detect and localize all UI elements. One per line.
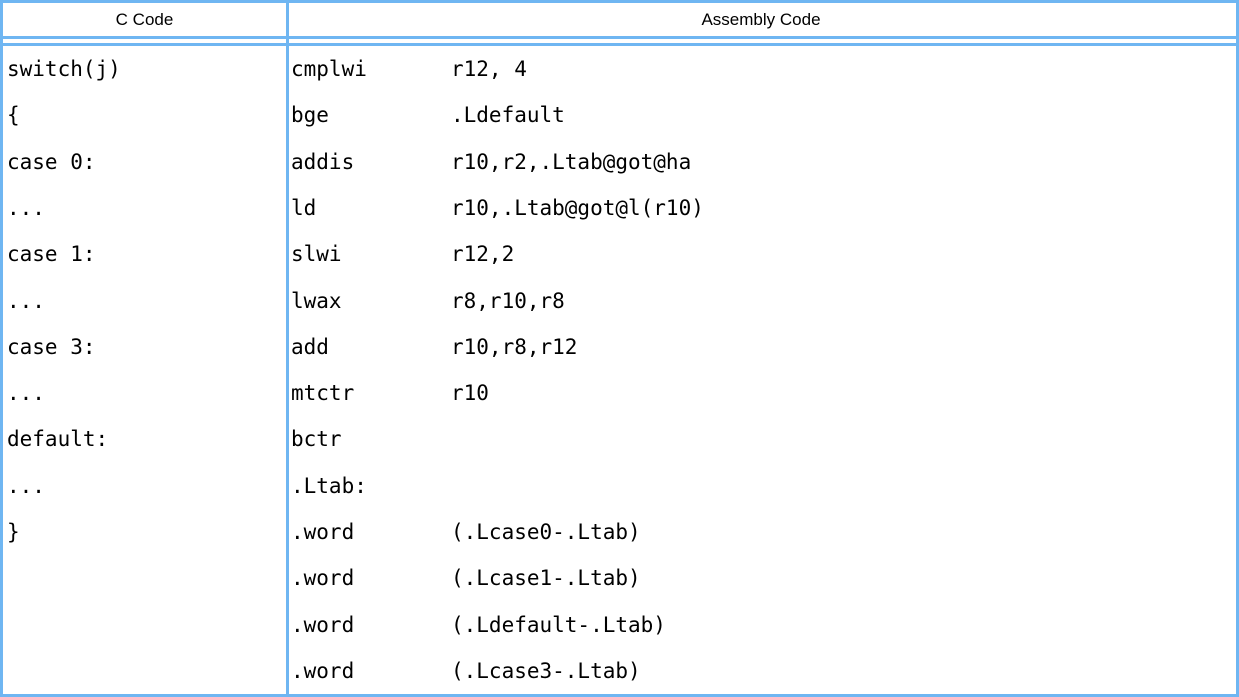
header-separator-line-bottom xyxy=(3,43,1236,46)
c-code-line xyxy=(3,648,286,694)
table-body: switch(j) { case 0: ... case 1: ... case… xyxy=(3,46,1236,694)
header-c-code: C Code xyxy=(115,9,174,29)
assembly-mnemonic: ld xyxy=(291,195,317,220)
c-code-line: ... xyxy=(7,381,45,406)
c-code-line: case 3: xyxy=(7,334,96,359)
c-code-line: ... xyxy=(7,473,45,498)
assembly-mnemonic: .word xyxy=(291,612,355,637)
assembly-line: cmplwi r12, 4 xyxy=(286,46,1236,92)
assembly-line: .word (.Lcase1-.Ltab) xyxy=(286,555,1236,601)
assembly-mnemonic: .word xyxy=(291,566,355,591)
assembly-mnemonic: .word xyxy=(291,519,355,544)
assembly-operand: r12,2 xyxy=(451,242,515,267)
assembly-mnemonic: addis xyxy=(291,149,355,174)
c-code-line xyxy=(3,555,286,601)
assembly-mnemonic: bctr xyxy=(291,427,342,452)
assembly-operand: (.Ldefault-.Ltab) xyxy=(451,612,666,637)
assembly-operand: (.Lcase1-.Ltab) xyxy=(451,566,641,591)
c-code-line: } xyxy=(7,519,20,544)
table-header-row: C Code Assembly Code xyxy=(3,3,1236,36)
assembly-operand: .Ldefault xyxy=(451,103,565,128)
c-code-line: default: xyxy=(7,427,109,452)
assembly-operand: (.Lcase0-.Ltab) xyxy=(451,519,641,544)
assembly-mnemonic: slwi xyxy=(291,242,342,267)
assembly-line: slwi r12,2 xyxy=(286,231,1236,277)
assembly-line: addis r10,r2,.Ltab@got@ha xyxy=(286,139,1236,185)
assembly-line: mtctr r10 xyxy=(286,370,1236,416)
assembly-mnemonic: add xyxy=(291,334,329,359)
assembly-line: .Ltab: xyxy=(286,463,1236,509)
header-separator-gap xyxy=(3,39,1236,43)
assembly-code-column: cmplwi r12, 4 bge .Ldefault addis r10,r2,.L… xyxy=(286,46,1236,694)
assembly-mnemonic: .Ltab: xyxy=(291,473,367,498)
assembly-operand: r8,r10,r8 xyxy=(451,288,565,313)
assembly-line: bctr xyxy=(286,416,1236,462)
assembly-mnemonic: cmplwi xyxy=(291,57,367,82)
assembly-operand: r10,.Ltab@got@l(r10) xyxy=(451,195,704,220)
c-code-line: { xyxy=(7,103,20,128)
header-separator-line-top xyxy=(3,36,1236,39)
assembly-line: .word (.Lcase3-.Ltab) xyxy=(286,648,1236,694)
c-code-line: case 0: xyxy=(7,149,96,174)
assembly-mnemonic: lwax xyxy=(291,288,342,313)
assembly-operand: r10,r2,.Ltab@got@ha xyxy=(451,149,692,174)
assembly-operand: (.Lcase3-.Ltab) xyxy=(451,658,641,683)
c-code-line xyxy=(3,601,286,647)
assembly-mnemonic: mtctr xyxy=(291,381,355,406)
column-divider xyxy=(286,3,289,694)
c-code-line: case 1: xyxy=(7,242,96,267)
c-code-line: ... xyxy=(7,288,45,313)
assembly-mnemonic: bge xyxy=(291,103,329,128)
assembly-line: lwax r8,r10,r8 xyxy=(286,277,1236,323)
header-assembly-code: Assembly Code xyxy=(701,9,821,29)
assembly-line: .word (.Lcase0-.Ltab) xyxy=(286,509,1236,555)
assembly-line: bge .Ldefault xyxy=(286,92,1236,138)
c-code-line: ... xyxy=(7,195,45,220)
assembly-mnemonic: .word xyxy=(291,658,355,683)
c-code-column: switch(j) { case 0: ... case 1: ... case… xyxy=(3,46,286,694)
assembly-line: ld r10,.Ltab@got@l(r10) xyxy=(286,185,1236,231)
assembly-operand: r12, 4 xyxy=(451,57,527,82)
assembly-operand: r10 xyxy=(451,381,489,406)
assembly-operand: r10,r8,r12 xyxy=(451,334,578,359)
assembly-line: .word (.Ldefault-.Ltab) xyxy=(286,601,1236,647)
assembly-line: add r10,r8,r12 xyxy=(286,324,1236,370)
c-code-line: switch(j) xyxy=(7,57,121,82)
